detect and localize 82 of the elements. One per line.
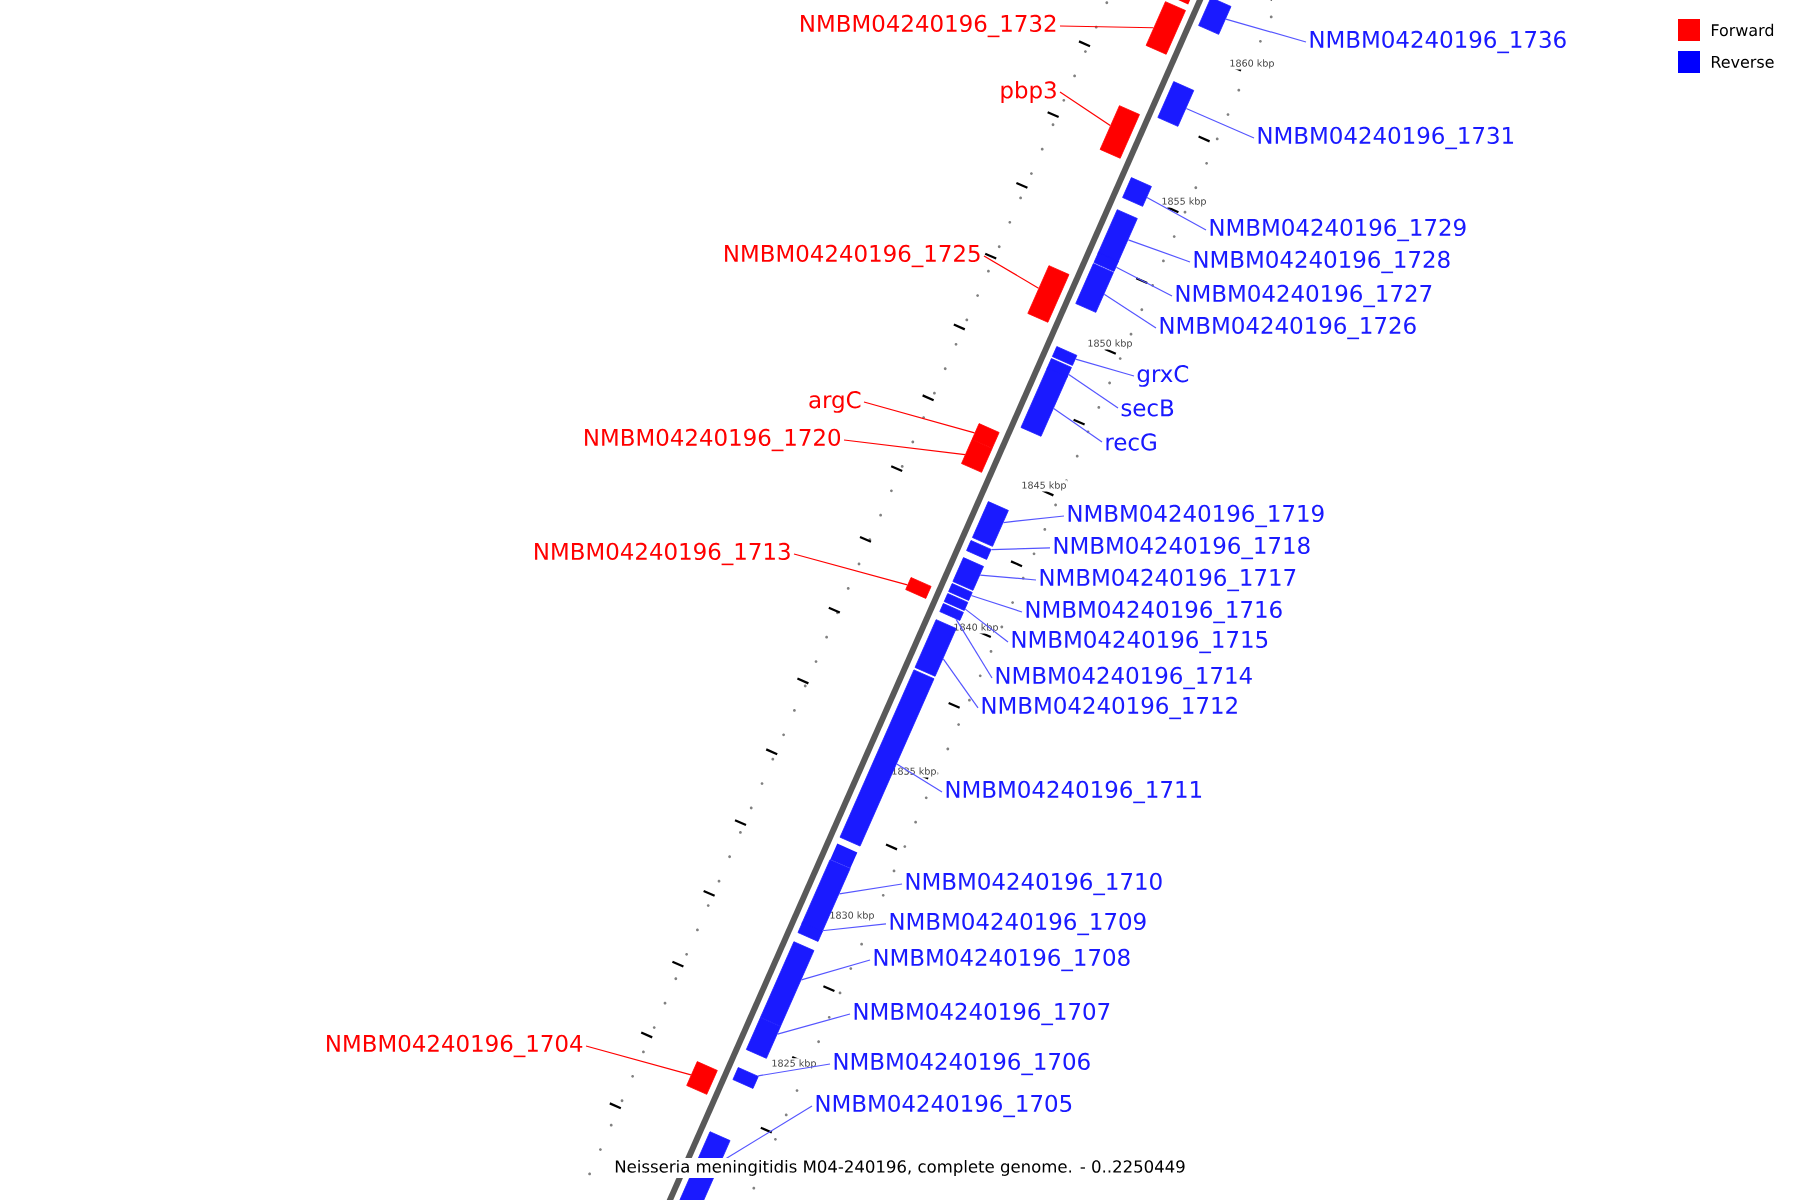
gene-label: NMBM04240196_1709 [890,912,1146,936]
gene-block [797,922,823,942]
gene-block [948,583,973,601]
gene-block [1198,0,1232,35]
gene-label: NMBM04240196_1732 [801,14,1056,38]
gene-label: NMBM04240196_1711 [946,780,1202,804]
gene-block [1051,346,1078,366]
leader-line [1002,515,1065,524]
gene-label: NMBM04240196_1725 [725,244,980,268]
leader-line [793,553,908,586]
leader-line [800,959,871,981]
gene-label: NMBM04240196_1706 [834,1052,1090,1076]
leader-line [757,1063,831,1077]
gene-label: NMBM04240196_1708 [874,948,1130,972]
gene-label: NMBM04240196_1715 [1012,630,1268,654]
gene-label: NMBM04240196_1718 [1054,536,1310,560]
gene-block [961,439,993,473]
gene-block [905,577,932,599]
gene-label: recG [1106,433,1156,451]
leader-line [863,401,976,434]
leader-line [970,594,1023,613]
gene-label: NMBM04240196_1727 [1176,284,1432,308]
caption: Neisseria meningitidis M04-240196, complete genome. - 0..2250449 [612,1157,1188,1178]
gene-block [914,619,957,677]
leader-line [1068,373,1119,409]
gene-label: NMBM04240196_1728 [1194,250,1450,274]
gene-block [732,1067,759,1089]
gene-label: NMBM04240196_1719 [1068,504,1324,528]
gene-block [686,1061,718,1095]
gene-block [1027,265,1070,323]
gene-block [1020,367,1068,437]
gene-label: NMBM04240196_1705 [816,1094,1072,1118]
leader-line [1053,407,1103,443]
gene-block [839,669,935,847]
gene-block [1157,81,1195,127]
gene-block [1099,105,1140,159]
gene-block [1093,252,1119,272]
gene-label: NMBM04240196_1712 [982,696,1237,720]
gene-label: NMBM04240196_1717 [1040,568,1296,592]
gene-block [966,540,992,560]
gene-label: secB [1121,399,1174,417]
leader-line [1059,91,1111,127]
leader-line [585,1045,692,1076]
leader-line [1103,293,1157,329]
gene-label: NMBM04240196_1731 [1258,126,1514,150]
leader-line [1185,107,1255,139]
leader-line [1115,266,1173,297]
leader-line [843,439,966,456]
leader-line [1075,358,1135,377]
leader-line [1059,25,1155,29]
leader-line [821,923,887,932]
gene-label: NMBM04240196_1710 [906,872,1162,896]
gene-label: NMBM04240196_1713 [535,542,790,566]
leader-line [1225,18,1307,43]
gene-label: NMBM04240196_1714 [996,666,1252,690]
gene-block [971,423,1000,449]
leader-line [1127,239,1191,263]
gene-label: grxC [1137,365,1189,387]
gene-block [801,859,851,933]
leader-line [983,255,1040,289]
gene-block [943,593,969,611]
leader-line [979,574,1037,581]
leader-line [776,1013,851,1035]
leader-line [990,547,1051,551]
gene-label: NMBM04240196_1716 [1026,600,1282,624]
gene-label: NMBM04240196_1736 [1310,30,1566,54]
leader-line [942,658,979,709]
leader-line [1146,196,1207,231]
gene-label: NMBM04240196_1720 [585,428,841,452]
gene-block [1122,177,1152,207]
gene-label: NMBM04240196_1707 [854,1002,1110,1026]
gene-label: pbp3 [1001,80,1056,104]
gene-block [1145,1,1186,55]
gene-label: NMBM04240196_1726 [1160,316,1416,340]
leader-line [838,883,903,895]
leader-line [896,763,943,793]
gene-label: NMBM04240196_1704 [327,1034,583,1058]
gene-block [745,1017,781,1059]
gene-block [760,941,815,1027]
gene-label: argC [809,391,861,413]
gene-block [939,603,964,621]
gene-label: NMBM04240196_1729 [1210,218,1466,242]
